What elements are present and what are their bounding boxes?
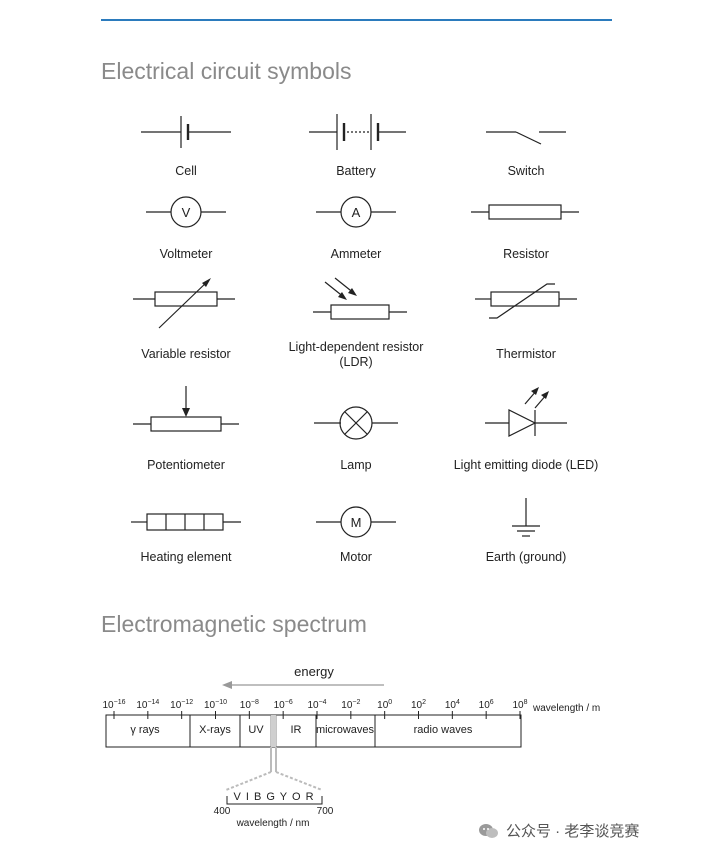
region-xrays: X-rays: [199, 724, 231, 736]
potentiometer-symbol: [111, 380, 261, 500]
axis-tick-label: 100: [377, 699, 392, 711]
watermark: 公众号 · 老李谈竞赛: [478, 820, 639, 841]
symbol-label-motor: Motor: [340, 550, 372, 564]
axis-tick-label: 106: [479, 699, 494, 711]
svg-text:V: V: [182, 205, 191, 220]
symbol-label-thermistor: Thermistor: [496, 347, 556, 361]
em-spectrum-diagram: energy 10−16 10−14 10−12 10−10 10−8 10−6 10−4 1…: [103, 664, 601, 829]
symbol-label-voltmeter: Voltmeter: [159, 247, 213, 261]
ammeter-symbol: A: [281, 188, 431, 308]
symbol-label-ammeter: Ammeter: [330, 247, 382, 261]
symbol-label-led: Light emitting diode (LED): [453, 458, 599, 472]
axis-tick-label: 104: [445, 699, 460, 711]
symbol-label-earth: Earth (ground): [485, 550, 567, 564]
top-rule: [101, 19, 612, 21]
visible-band: [271, 715, 276, 747]
symbol-label-lamp: Lamp: [340, 458, 372, 472]
symbol-label-cell: Cell: [175, 164, 197, 178]
heating-element-symbol: [111, 498, 261, 618]
symbol-label-switch: Switch: [507, 164, 545, 178]
axis-tick-label: 10−14: [136, 699, 159, 711]
thermistor-symbol: [451, 272, 601, 392]
cell-symbol: [111, 108, 261, 228]
switch-symbol: [451, 108, 601, 228]
section-title-circuit-symbols: Electrical circuit symbols: [101, 58, 352, 84]
symbol-label-potentiometer: Potentiometer: [147, 458, 225, 472]
svg-text:M: M: [351, 515, 362, 530]
symbol-label-heating-element: Heating element: [140, 550, 232, 564]
visible-max: 700: [317, 806, 334, 817]
visible-unit: wavelength / nm: [236, 818, 310, 829]
watermark-text: 公众号 · 老李谈竞赛: [506, 823, 640, 840]
axis-tick-label: 10−4: [307, 699, 326, 711]
axis-tick-label: 102: [411, 699, 426, 711]
wechat-icon: [479, 823, 498, 838]
ldr-symbol: [281, 272, 431, 392]
region-ir: IR: [291, 724, 302, 736]
spectrum-box: [105, 714, 522, 748]
resistor-symbol: [451, 188, 601, 308]
visible-min: 400: [214, 806, 231, 817]
voltmeter-symbol: V: [111, 188, 261, 308]
variable-resistor-symbol: [111, 272, 261, 392]
led-symbol: [451, 380, 601, 500]
visible-connector: [225, 771, 272, 791]
axis-tick-label: 10−12: [170, 699, 193, 711]
axis-tick-label: 10−16: [103, 699, 126, 711]
lamp-symbol: [281, 380, 431, 500]
region-uv: UV: [248, 724, 264, 736]
axis-tick-label: 10−8: [240, 699, 259, 711]
axis-tick-label: 10−10: [204, 699, 227, 711]
section-title-em-spectrum: Electromagnetic spectrum: [101, 611, 367, 637]
symbol-label-resistor: Resistor: [503, 247, 549, 261]
axis-unit-label: wavelength / m: [532, 703, 600, 714]
motor-symbol: M: [281, 498, 431, 618]
region-gamma: γ rays: [130, 724, 160, 736]
energy-arrowhead: [222, 681, 232, 689]
earth-symbol: [451, 494, 601, 614]
symbol-label-ldr: Light-dependent resistor (LDR): [288, 340, 424, 369]
axis-tick-label: 10−2: [341, 699, 360, 711]
symbol-label-battery: Battery: [336, 164, 376, 178]
region-radio: radio waves: [414, 724, 473, 736]
symbol-label-variable-resistor: Variable resistor: [141, 347, 231, 361]
axis-tick-label: 10−6: [274, 699, 293, 711]
svg-text:A: A: [352, 205, 361, 220]
visible-colors: V I B G Y O R: [233, 791, 314, 803]
battery-symbol: [281, 108, 431, 228]
visible-bracket: [226, 796, 323, 805]
visible-connector: [275, 771, 323, 791]
energy-label: energy: [294, 664, 334, 679]
region-microwaves: microwaves: [316, 724, 375, 736]
axis-tick-label: 108: [512, 699, 527, 711]
